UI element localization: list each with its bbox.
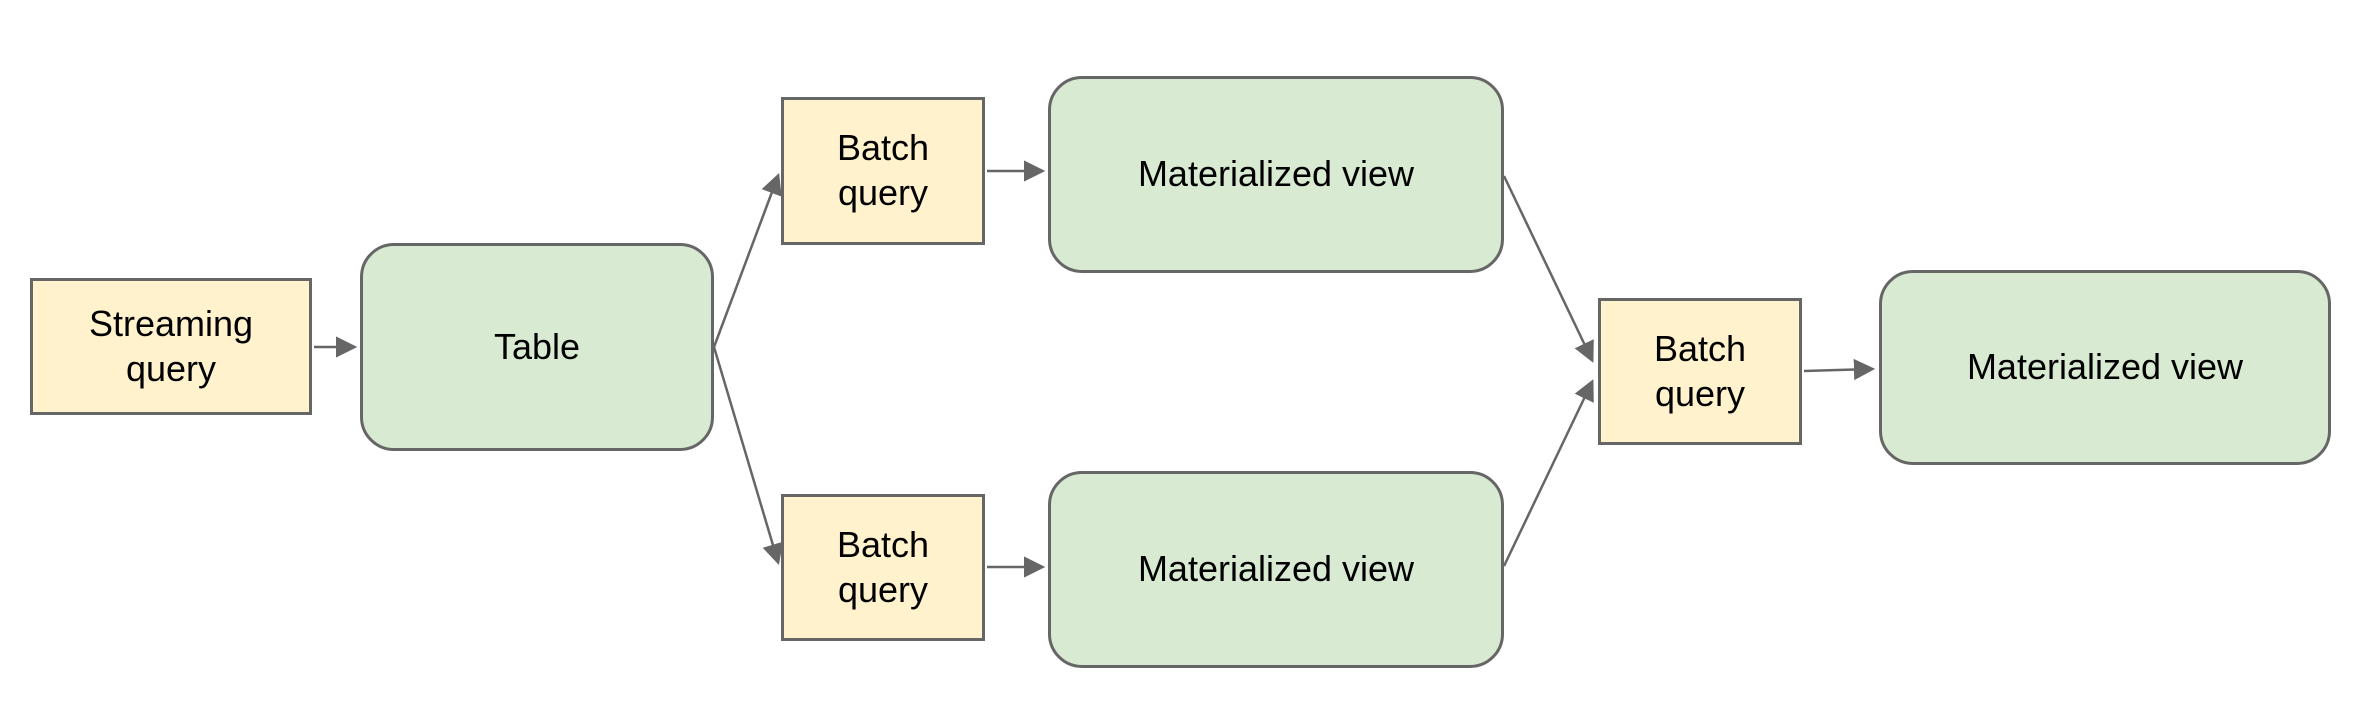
node-label: Materialized view xyxy=(1137,548,1415,590)
edge-batch-query-final-to-mv-final xyxy=(1803,358,1876,381)
node-label: Table xyxy=(493,325,581,367)
edge-mv-top-to-batch-query-final xyxy=(1502,175,1594,363)
node-label: Batch query xyxy=(836,127,930,213)
node-materialized-view-final: Materialized view xyxy=(1879,270,2331,465)
node-label: Streaming query xyxy=(88,302,254,389)
edge-table-to-batch-query-bottom xyxy=(712,346,784,566)
node-label: Batch query xyxy=(1653,327,1747,414)
node-streaming-query: Streaming query xyxy=(30,278,312,415)
node-batch-query-bottom: Batch query xyxy=(781,494,985,641)
node-materialized-view-top: Materialized view xyxy=(1048,76,1504,273)
edge-table-to-batch-query-top xyxy=(712,173,782,348)
node-table: Table xyxy=(360,243,714,451)
node-batch-query-final: Batch query xyxy=(1598,298,1802,445)
node-batch-query-top: Batch query xyxy=(781,97,985,245)
node-label: Batch query xyxy=(836,523,930,610)
edge-mv-bottom-to-batch-query-final xyxy=(1502,379,1594,567)
node-label: Materialized view xyxy=(1966,346,2244,388)
node-label: Materialized view xyxy=(1137,153,1415,195)
node-materialized-view-bottom: Materialized view xyxy=(1048,471,1504,668)
